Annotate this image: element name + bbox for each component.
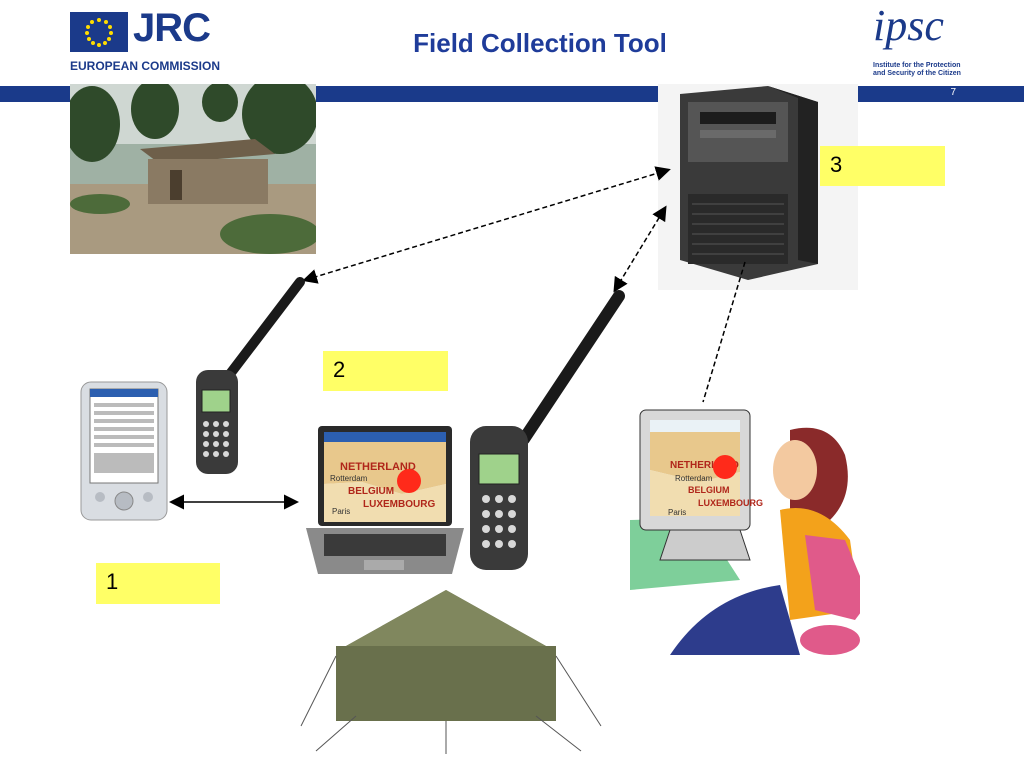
field-tent-icon: [300, 590, 602, 754]
map-city-paris-2: Paris: [668, 508, 687, 517]
ipsc-logo-subtitle: Institute for the Protection and Securit…: [873, 62, 973, 78]
map-country-luxembourg-2: LUXEMBOURG: [698, 498, 763, 508]
label-pda: 1: [96, 563, 220, 604]
user-at-computer-illustration: [630, 409, 860, 655]
ipsc-subtitle-line2: and Security of the Citizen: [873, 70, 961, 77]
map-country-netherlands-2: NETHERLAND: [670, 460, 739, 471]
page-title: Field Collection Tool: [413, 28, 667, 58]
location-marker-2: [713, 455, 737, 479]
village-photo: [70, 84, 316, 254]
ipsc-subtitle-line1: Institute for the Protection: [873, 62, 961, 69]
laptop-icon: [306, 426, 464, 574]
map-city-rotterdam-2: Rotterdam: [675, 474, 713, 483]
satellite-phone-icon: [196, 277, 305, 474]
eu-flag-icon: [70, 12, 128, 52]
map-country-belgium: BELGIUM: [348, 486, 395, 497]
map-country-belgium-2: BELGIUM: [688, 485, 730, 495]
map-country-luxembourg: LUXEMBOURG: [363, 499, 436, 510]
satellite-phone-icon-2: [470, 290, 625, 570]
ipsc-logo-text: ipsc: [873, 1, 944, 50]
label-laptop: 2: [323, 351, 448, 391]
pda-device-icon: [80, 381, 168, 521]
label-server: 3: [820, 146, 945, 186]
satellite-link-1: [302, 166, 671, 284]
page-number: 7: [950, 87, 956, 98]
server-to-user-link: [702, 261, 746, 403]
location-marker: [397, 469, 421, 493]
ec-logo-text: EUROPEAN COMMISSION: [70, 59, 221, 73]
server-icon: [658, 84, 858, 290]
map-country-netherlands: NETHERLAND: [340, 461, 416, 473]
satellite-link-2: [613, 205, 667, 293]
map-city-rotterdam: Rotterdam: [330, 474, 368, 483]
map-city-paris: Paris: [332, 507, 351, 516]
jrc-logo-text: JRC: [133, 6, 211, 50]
